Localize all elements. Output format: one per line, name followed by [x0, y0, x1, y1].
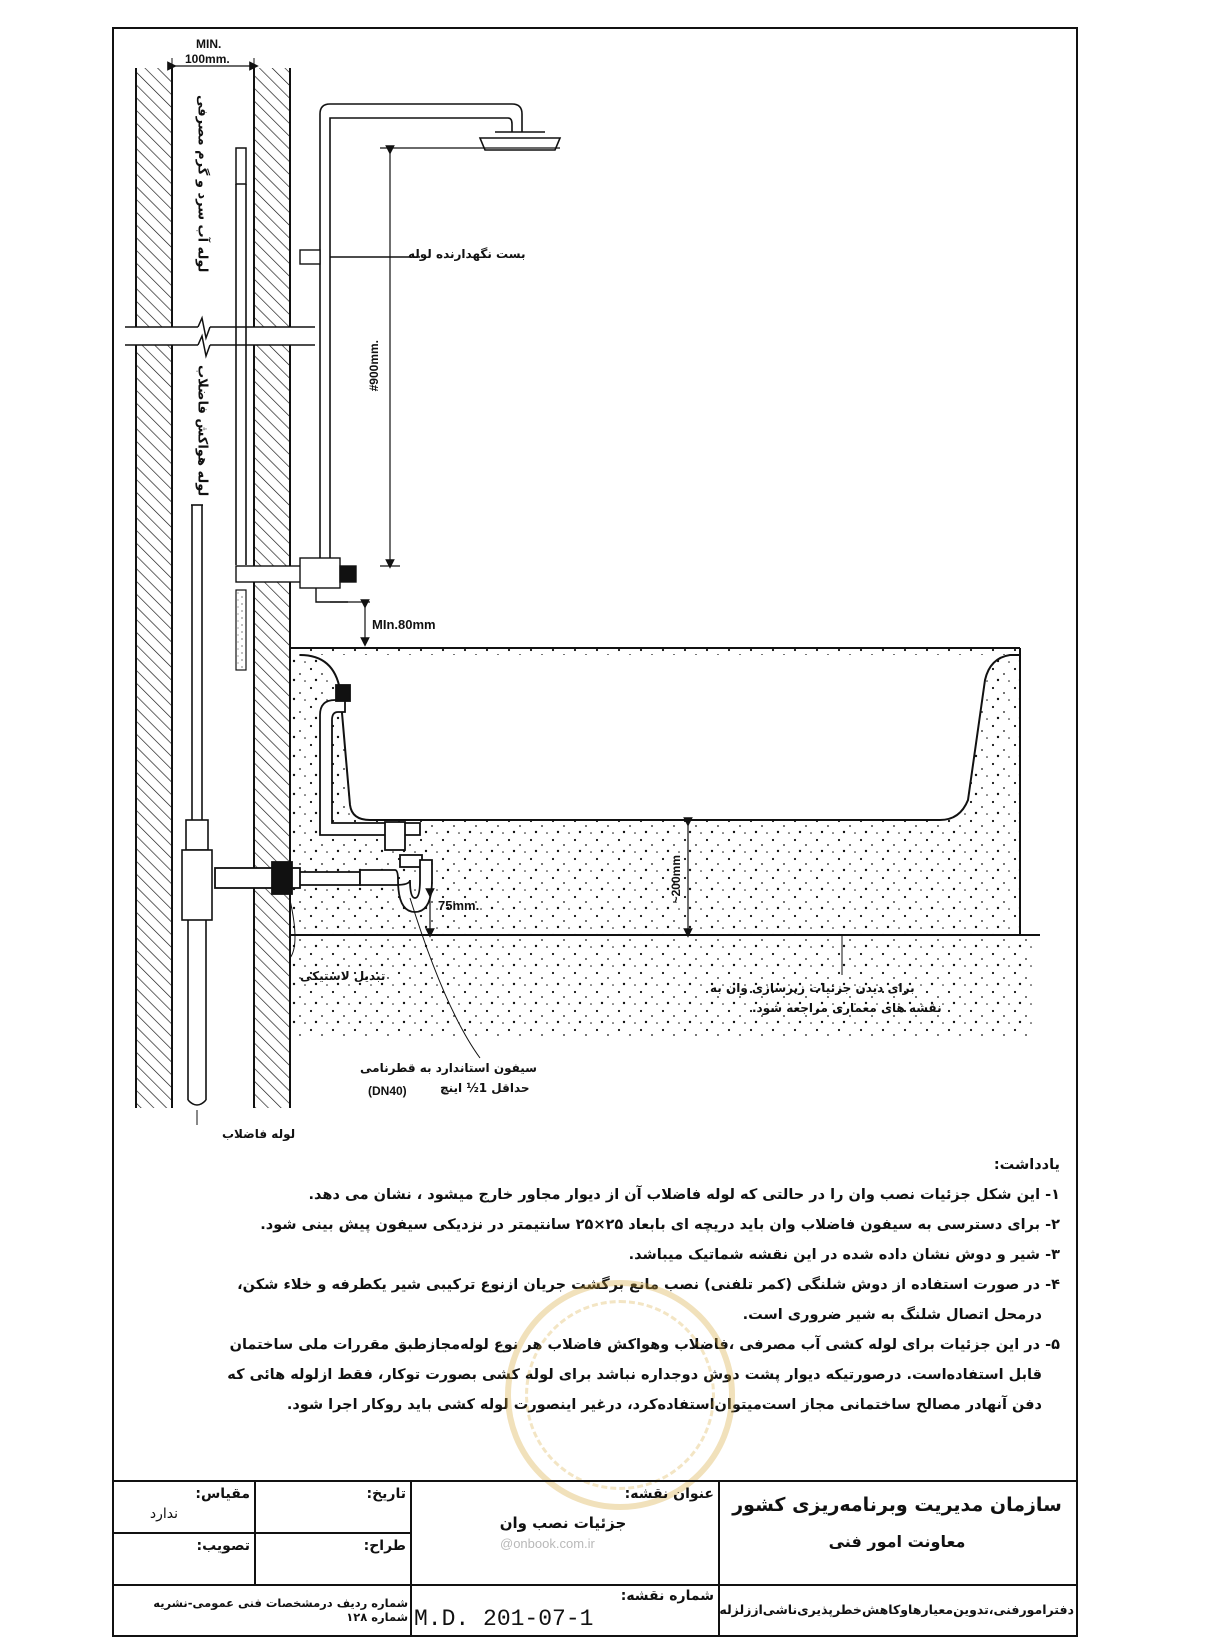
leader-lines: [289, 897, 843, 1059]
height-900-label: #900mm.: [367, 340, 381, 392]
title-block: سازمان مدیریت وبرنامه‌ریزی کشور معاونت ا…: [112, 1480, 1078, 1637]
min-label: MIN.: [196, 37, 222, 51]
note-2: ۲- برای دسترسی به سیفون فاضلاب وان باید …: [260, 1217, 1060, 1233]
reference-number: شماره ردیف درمشخصات فنی عمومی-نشریه شمار…: [153, 1596, 408, 1624]
min-100-dimension: [167, 58, 259, 72]
see-arch-label-2: نقشه های معماری مراجعه شود.: [752, 1001, 942, 1015]
stamp-watermark: [505, 1280, 735, 1510]
org-sub: معاونت امور فنی: [828, 1532, 966, 1551]
break-line: [125, 315, 315, 359]
note-1: ۱- این شکل جزئیات نصب وان را در حالتی که…: [308, 1187, 1060, 1203]
vent-pipe-label: لوله هواکش فاضلاب: [194, 365, 210, 497]
pipe-bracket: [299, 249, 420, 265]
date-label: تاریخ:: [366, 1486, 406, 1502]
floor-slab: [290, 937, 1035, 1037]
drain-pipe-label: لوله فاضلاب: [222, 1127, 296, 1141]
org-name: سازمان مدیریت وبرنامه‌ریزی کشور: [732, 1494, 1062, 1516]
siphon-label-3: (DN40): [368, 1084, 407, 1098]
scale-value: ندارد: [149, 1506, 179, 1522]
supply-pipes: [235, 147, 247, 671]
bath-waste-pipes: [214, 684, 433, 913]
shower-riser: [319, 103, 562, 580]
bathtub-enclosure: [290, 647, 1040, 936]
siphon-label-2: حداقل 1½ اینچ: [440, 1081, 530, 1095]
drawing-border: [112, 27, 1078, 1637]
dimension-900: [380, 145, 560, 569]
min-80-label: MIn.80mm: [372, 617, 436, 632]
drawing-number: M.D. 201-07-1: [414, 1606, 594, 1632]
right-wall: [253, 68, 291, 1108]
notes-heading: یادداشت:: [993, 1157, 1060, 1173]
org-office: دفترامورفنی،تدوین‌معیارهاوکاهش‌خطرپذیری‌…: [719, 1602, 1074, 1617]
height-200-label: ~200mm: [669, 855, 683, 904]
note-3: ۳- شیر و دوش نشان داده شده در این نقشه ش…: [628, 1247, 1060, 1263]
stamp-watermark-inner: [525, 1300, 715, 1490]
drawing-number-label: شماره نقشه:: [620, 1588, 714, 1604]
dimension-min-80: [330, 599, 370, 647]
mixer-valve: [235, 557, 357, 603]
drawing-title-label: عنوان نقشه:: [624, 1486, 714, 1502]
plastic-adapter-label: تبدیل لاستیکی: [300, 969, 386, 983]
drawing-title: جزئیات نصب وان: [499, 1514, 627, 1532]
scale-label: مقیاس:: [195, 1486, 250, 1502]
approval-label: تصویب:: [196, 1538, 250, 1554]
designer-label: طراح:: [363, 1538, 406, 1554]
hot-cold-pipe-label: لوله آب سرد و گرم مصرفی: [194, 95, 210, 273]
depth-75-label: 75mm.: [438, 898, 480, 913]
pipe-bracket-label: بست نگهدارنده لوله: [408, 247, 526, 261]
siphon-label-1: سیفون استاندارد به قطرنامی: [360, 1061, 537, 1075]
note-4-cont: درمحل اتصال شلنگ به شیر ضروری است.: [742, 1307, 1042, 1323]
min-100-label: 100mm.: [185, 52, 230, 66]
left-wall: [135, 68, 173, 1108]
vent-drain-pipe: [181, 504, 213, 1125]
see-arch-label-1: برای دیدن جزئیات زیرسازی وان به: [710, 981, 915, 995]
watermark-url: @onbook.com.ir: [500, 1536, 595, 1551]
